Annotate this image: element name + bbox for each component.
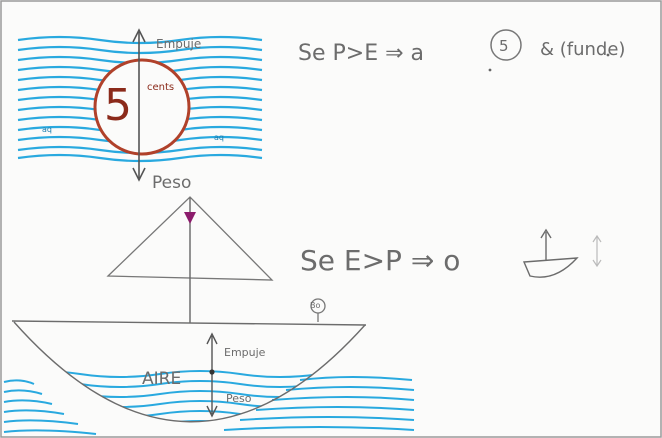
note-sinks-circle: [490, 29, 522, 61]
hull-force-down-label: Peso: [226, 392, 252, 405]
water-left-label: aq: [42, 125, 52, 134]
note-sinks-text: Se P>E ⇒ a: [298, 41, 424, 66]
deck-figure: Bo: [310, 298, 326, 322]
hull-arrow-down-icon: [206, 405, 218, 418]
air-label: AIRE: [142, 369, 181, 389]
note-sinks-circled: 5: [499, 37, 509, 55]
boat-hull: [13, 321, 366, 423]
hull-arrow-up-icon: [206, 332, 218, 345]
arrow-up-icon: [132, 28, 146, 43]
note-sinks: Se P>E ⇒ a 5 & (funde): [298, 29, 625, 66]
deck-figure-label: Bo: [310, 301, 320, 310]
note-floats-text: Se E>P ⇒ o: [300, 244, 460, 277]
flag-icon: [184, 212, 196, 224]
ball-unit: cents: [147, 82, 174, 93]
center-dot: [209, 369, 215, 375]
ball-force-up-label: Empuje: [156, 37, 201, 51]
ball-circle: [93, 58, 191, 156]
note-sinks-tail: & (funde): [540, 39, 625, 60]
floating-boat-icon: [522, 228, 579, 278]
water-right-label: aq: [214, 133, 224, 142]
ball-force-down-label: Peso: [152, 173, 191, 193]
ball-number: 5: [104, 80, 132, 131]
up-down-arrow-icon: [592, 234, 602, 268]
boat-deck-line: [11, 320, 367, 326]
hull-force-up-label: Empuje: [224, 346, 266, 359]
note-floats: Se E>P ⇒ o: [300, 228, 602, 278]
outside-water: [3, 376, 415, 435]
arrow-down-icon: [132, 167, 146, 182]
